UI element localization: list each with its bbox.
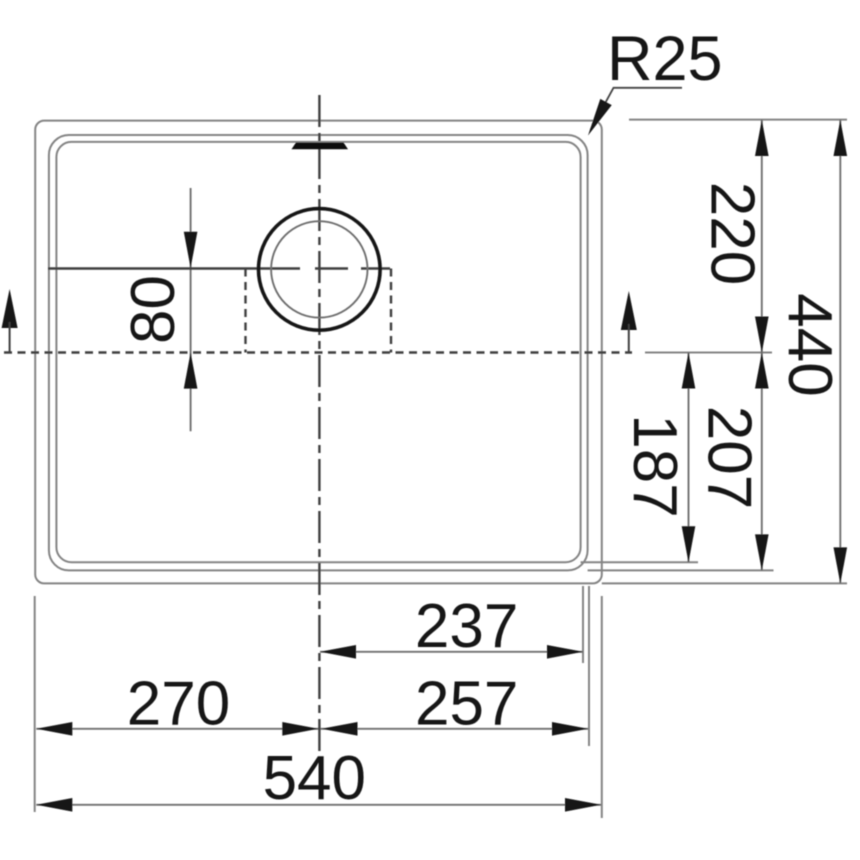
svg-text:237: 237 [415,592,518,661]
svg-text:270: 270 [127,669,230,738]
svg-text:257: 257 [415,669,518,738]
svg-text:R25: R25 [607,24,723,94]
svg-text:220: 220 [698,182,767,285]
svg-text:187: 187 [620,414,689,517]
svg-text:80: 80 [119,275,188,344]
svg-text:540: 540 [263,744,366,813]
svg-text:440: 440 [775,293,844,396]
svg-text:207: 207 [695,406,764,509]
